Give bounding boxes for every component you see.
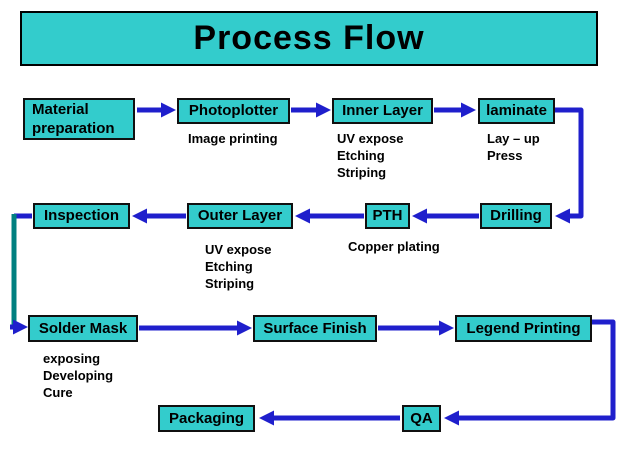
note-inner-layer: UV expose Etching Striping [337,131,404,180]
node-inspection: Inspection [33,203,130,229]
node-inner-layer: Inner Layer [332,98,433,124]
note-pth: Copper plating [348,239,440,254]
node-pth: PTH [365,203,410,229]
node-laminate: laminate [478,98,555,124]
note-photoplotter: Image printing [188,131,278,146]
node-packaging: Packaging [158,405,255,432]
node-outer-layer: Outer Layer [187,203,293,229]
node-surface-finish: Surface Finish [253,315,377,342]
note-outer-layer: UV expose Etching Striping [205,242,272,291]
node-photoplotter: Photoplotter [177,98,290,124]
note-solder-mask: exposing Developing Cure [43,351,114,400]
note-laminate: Lay – up Press [487,131,540,163]
node-material-preparation: Material preparation [23,98,135,140]
node-legend-printing: Legend Printing [455,315,592,342]
page-title: Process Flow [193,19,425,57]
node-solder-mask: Solder Mask [28,315,138,342]
node-drilling: Drilling [480,203,552,229]
node-qa: QA [402,405,441,432]
title-banner: Process Flow [20,11,598,66]
arrow-laminate-to-drilling [555,107,584,224]
